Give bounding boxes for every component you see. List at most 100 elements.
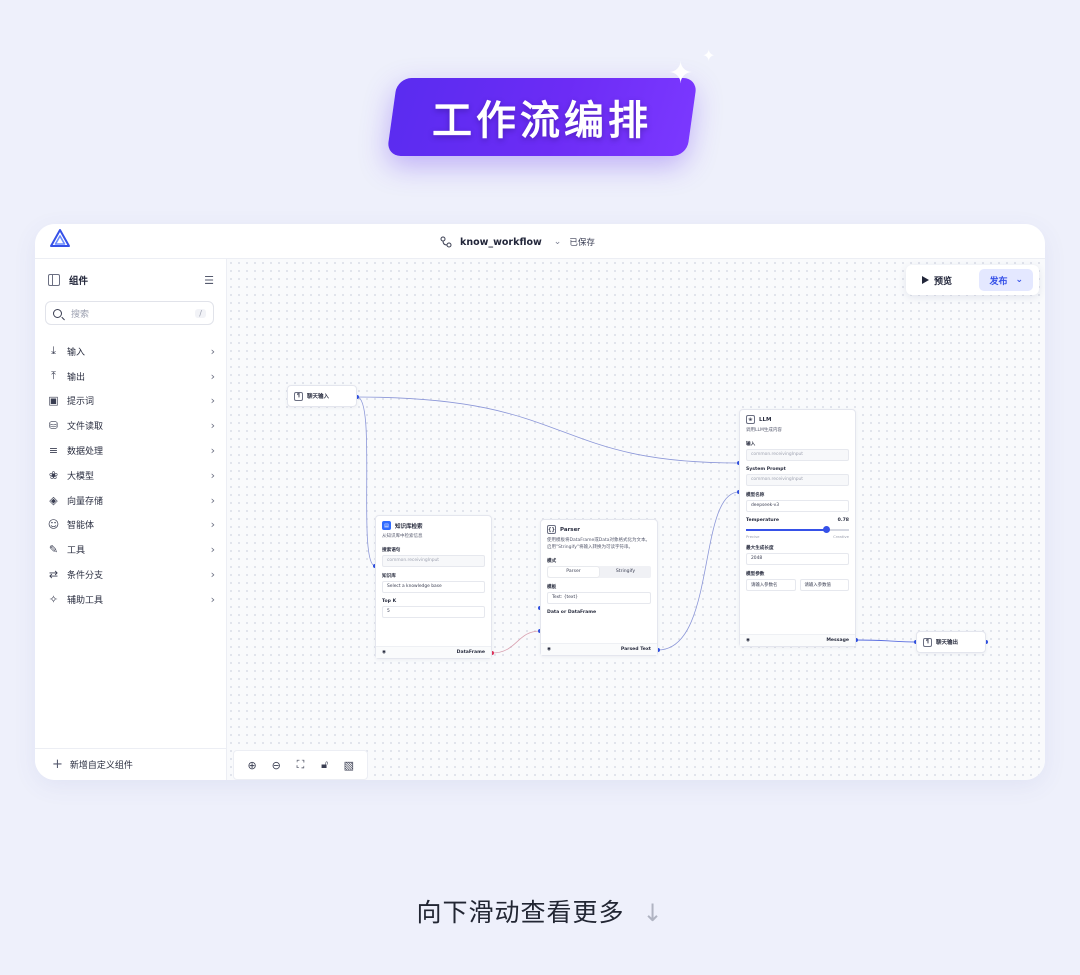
model-select[interactable]: deepseek-v3 <box>746 499 849 512</box>
node-llm[interactable]: ❀LLM 调用LLM生成内容 输入 common.receivingInput … <box>739 409 856 647</box>
field-label: 模型参数 <box>746 571 765 577</box>
sidebar-item-label: 智能体 <box>67 521 95 532</box>
chevron-right-icon: › <box>210 543 215 557</box>
bot-icon: ☺ <box>47 518 60 532</box>
eye-icon[interactable]: ◉ <box>746 638 751 643</box>
sidebar-item-agent[interactable]: ☺智能体› <box>47 513 215 538</box>
node-chat-output[interactable]: ¶聊天输出 <box>916 631 986 653</box>
workflow-icon <box>440 236 452 248</box>
system-prompt-field[interactable]: common.receivingInput <box>746 473 849 486</box>
lock-icon[interactable]: 🔓︎ <box>321 758 329 771</box>
slider-knob[interactable] <box>822 525 830 533</box>
sidebar-item-tools[interactable]: ✎工具› <box>47 537 215 562</box>
sidebar-item-input[interactable]: ⤓输入› <box>47 339 215 364</box>
sliders-icon[interactable]: ☰ <box>204 273 214 287</box>
field-label: 模式 <box>547 558 557 564</box>
param-key-field[interactable]: 请输入参数名 <box>746 578 796 591</box>
node-title: 聊天输出 <box>936 640 959 646</box>
temperature-label: Temperature <box>746 517 780 523</box>
mode-option-parser[interactable]: Parser <box>548 566 599 577</box>
swap-icon: ⇄ <box>48 568 59 582</box>
sidebar-item-utilities[interactable]: ✧辅助工具› <box>47 587 215 612</box>
field-label: 搜索语句 <box>382 547 401 553</box>
sidebar-item-prompt[interactable]: ▣提示词› <box>47 389 215 414</box>
edge-chatinput-knowledge <box>356 396 376 567</box>
chevron-down-icon: ⌄ <box>1015 275 1023 285</box>
preview-button[interactable]: 预览 <box>912 269 962 291</box>
node-knowledge-retrieval[interactable]: ▤知识库检索 从知识库中检索信息 搜索语句 common.receivingIn… <box>375 515 492 659</box>
chevron-right-icon: › <box>210 493 215 507</box>
sidebar-item-vector-store[interactable]: ◈向量存储› <box>47 488 215 513</box>
knowledge-base-select[interactable]: Select a knowledge base <box>382 580 485 593</box>
workflow-canvas[interactable]: ¶聊天输入 ▤知识库检索 从知识库中检索信息 搜索语句 common.recei… <box>227 259 1045 780</box>
fit-view-icon[interactable]: ⛶ <box>296 758 305 771</box>
model-params-row: 请输入参数名 请输入参数值 <box>746 578 849 591</box>
eye-icon[interactable]: ◉ <box>382 650 387 655</box>
node-title: Parser <box>560 526 581 533</box>
workflow-actions: 预览 发布 ⌄ <box>906 265 1039 295</box>
node-parser[interactable]: {}Parser 使用模板将DataFrame或Data对象格式化为文本。启用"… <box>540 519 658 656</box>
top-bar: know_workflow ⌄ 已保存 <box>35 224 1045 259</box>
node-footer: ◉Parsed Text <box>541 643 657 655</box>
query-field[interactable]: common.receivingInput <box>382 554 485 567</box>
sidebar-item-label: 输入 <box>67 347 86 358</box>
chevron-down-icon[interactable]: ⌄ <box>553 237 562 247</box>
mode-option-stringify[interactable]: Stringify <box>615 569 636 574</box>
chevron-right-icon: › <box>210 568 215 582</box>
filter-icon: ≡ <box>48 444 59 458</box>
temperature-slider[interactable] <box>746 525 849 533</box>
edge-knowledge-parser <box>491 630 541 654</box>
sidebar-item-file-read[interactable]: ⛁文件读取› <box>47 413 215 438</box>
field-label: Top K <box>382 598 397 604</box>
node-title: LLM <box>759 416 772 423</box>
eye-icon[interactable]: ◉ <box>547 647 552 652</box>
sidebar-header: 组件 ☰ <box>48 271 214 289</box>
search-icon <box>53 308 62 318</box>
topk-field[interactable]: 5 <box>382 605 485 618</box>
component-search-input[interactable]: 搜索 / <box>45 301 214 325</box>
braces-icon: {} <box>547 525 556 534</box>
publish-button[interactable]: 发布 ⌄ <box>979 269 1033 291</box>
chat-bubble-icon: ¶ <box>294 391 303 401</box>
sidebar-item-condition[interactable]: ⇄条件分支› <box>47 562 215 587</box>
sidebar-item-data-processing[interactable]: ≡数据处理› <box>47 438 215 463</box>
param-value-field[interactable]: 请输入参数值 <box>799 578 849 591</box>
sidebar-item-output[interactable]: ⤒输出› <box>47 364 215 389</box>
node-chat-input[interactable]: ¶聊天输入 <box>287 385 357 407</box>
zoom-in-icon[interactable]: ⊕ <box>247 758 257 772</box>
range-right-label: Creative <box>833 533 849 539</box>
temperature-range: Precise Creative <box>740 531 855 539</box>
app-logo-icon[interactable] <box>49 228 71 250</box>
zoom-out-icon[interactable]: ⊖ <box>271 758 281 772</box>
plus-icon: + <box>52 757 63 772</box>
llm-input-field[interactable]: common.receivingInput <box>746 448 849 461</box>
field-label: 知识库 <box>382 573 396 579</box>
template-field[interactable]: Text: {text} <box>547 591 651 604</box>
node-title: 知识库检索 <box>395 523 423 530</box>
sparkle-small-icon: ✦ <box>702 46 716 65</box>
note-icon[interactable]: ▧ <box>343 758 355 772</box>
workflow-title[interactable]: know_workflow ⌄ 已保存 <box>440 231 595 253</box>
chevron-right-icon: › <box>210 344 215 358</box>
chevron-right-icon: › <box>210 468 215 482</box>
max-length-field[interactable]: 2048 <box>746 552 849 565</box>
arrow-down-icon: ↓ <box>642 899 664 927</box>
slider-fill <box>746 528 827 531</box>
wand-icon: ✧ <box>48 592 59 606</box>
field-label: 模板 <box>547 584 557 590</box>
sidebar-item-label: 辅助工具 <box>67 595 104 606</box>
sidebar-item-llm[interactable]: ❀大模型› <box>47 463 215 488</box>
sidebar-item-label: 向量存储 <box>67 496 104 507</box>
mode-toggle[interactable]: Parser Stringify <box>547 565 651 578</box>
component-sidebar: 组件 ☰ 搜索 / ⤓输入› ⤒输出› ▣提示词› ⛁文件读取› ≡数据处理› … <box>35 259 227 780</box>
sidebar-title: 组件 <box>69 276 89 287</box>
add-custom-component-button[interactable]: + 新增自定义组件 <box>35 748 227 780</box>
field-label: Data or DataFrame <box>547 609 597 615</box>
sparkle-icon: ✦ <box>668 56 694 91</box>
add-custom-component-label: 新增自定义组件 <box>69 761 133 771</box>
range-left-label: Precise <box>746 533 760 539</box>
temperature-value: 0.78 <box>837 517 849 523</box>
wrench-icon: ✎ <box>48 543 59 557</box>
panel-toggle-icon[interactable] <box>48 274 60 286</box>
workflow-name: know_workflow <box>460 236 542 248</box>
